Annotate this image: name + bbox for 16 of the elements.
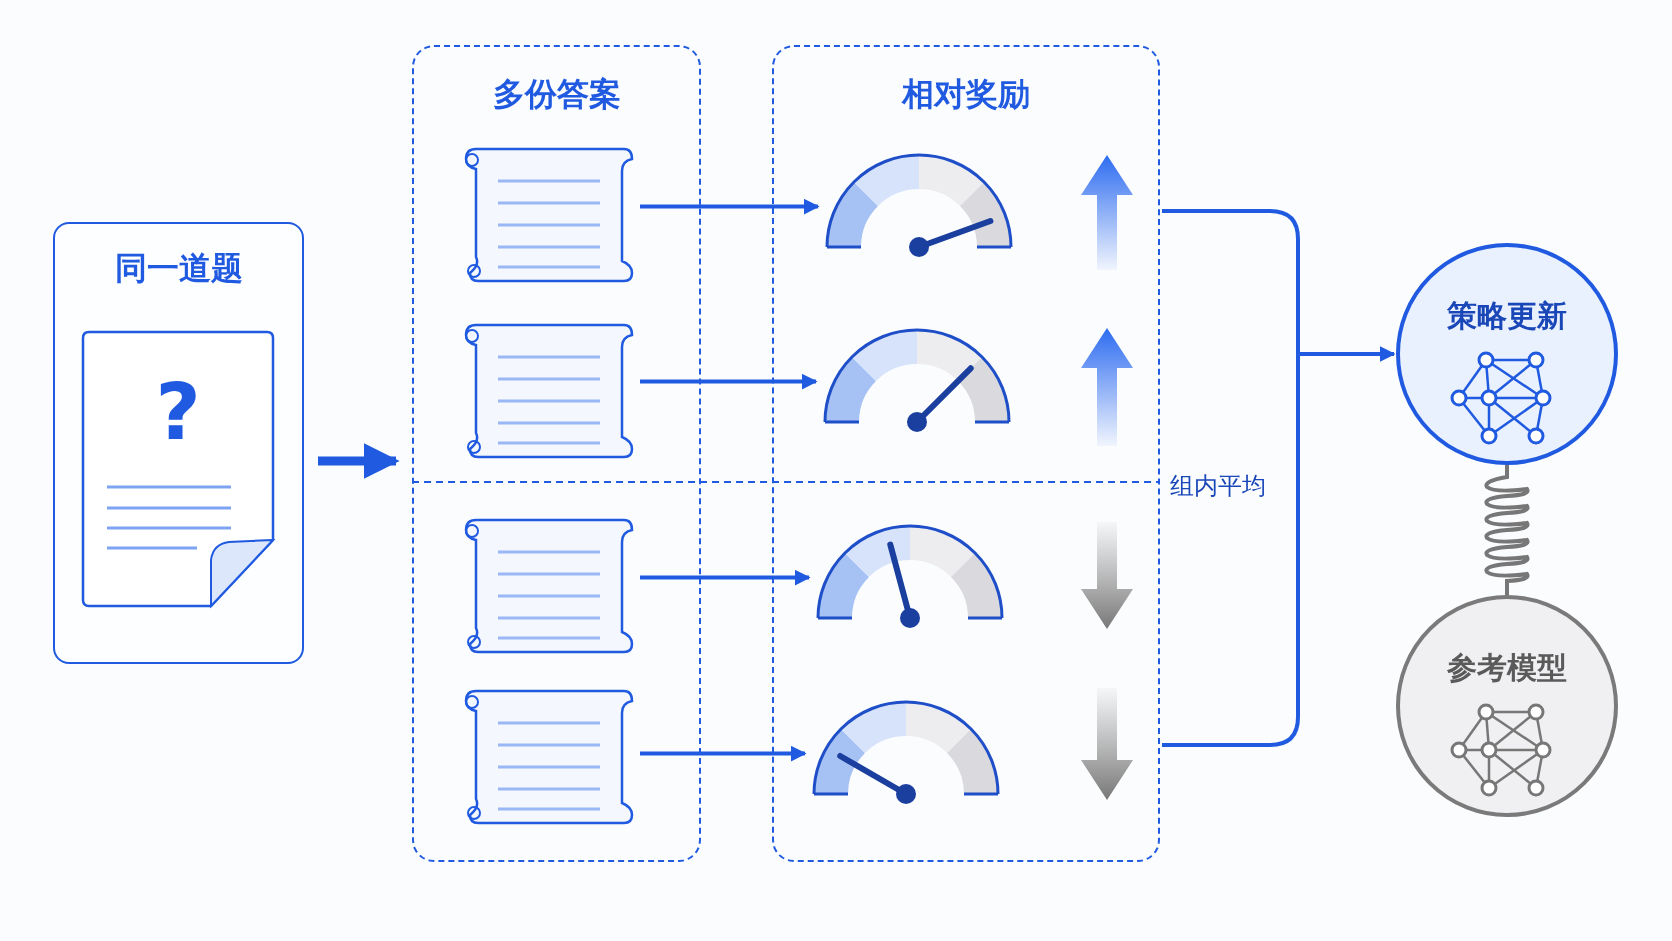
circle-title: 策略更新 [1446,296,1568,335]
arrow [640,198,820,215]
arrow [640,373,818,390]
group-frame [772,45,1160,862]
arrow [640,745,807,762]
spring [1485,465,1529,595]
arrow [640,569,811,586]
group-frame [412,45,701,862]
question-box [53,222,304,664]
group-title: 多份答案 [491,74,622,115]
circle-title: 参考模型 [1446,648,1568,687]
group-title: 相对奖励 [900,74,1031,115]
arrow [318,443,400,479]
box-title: 同一道题 [113,248,244,289]
arrow [1160,209,1396,747]
question-mark: ? [154,367,202,457]
